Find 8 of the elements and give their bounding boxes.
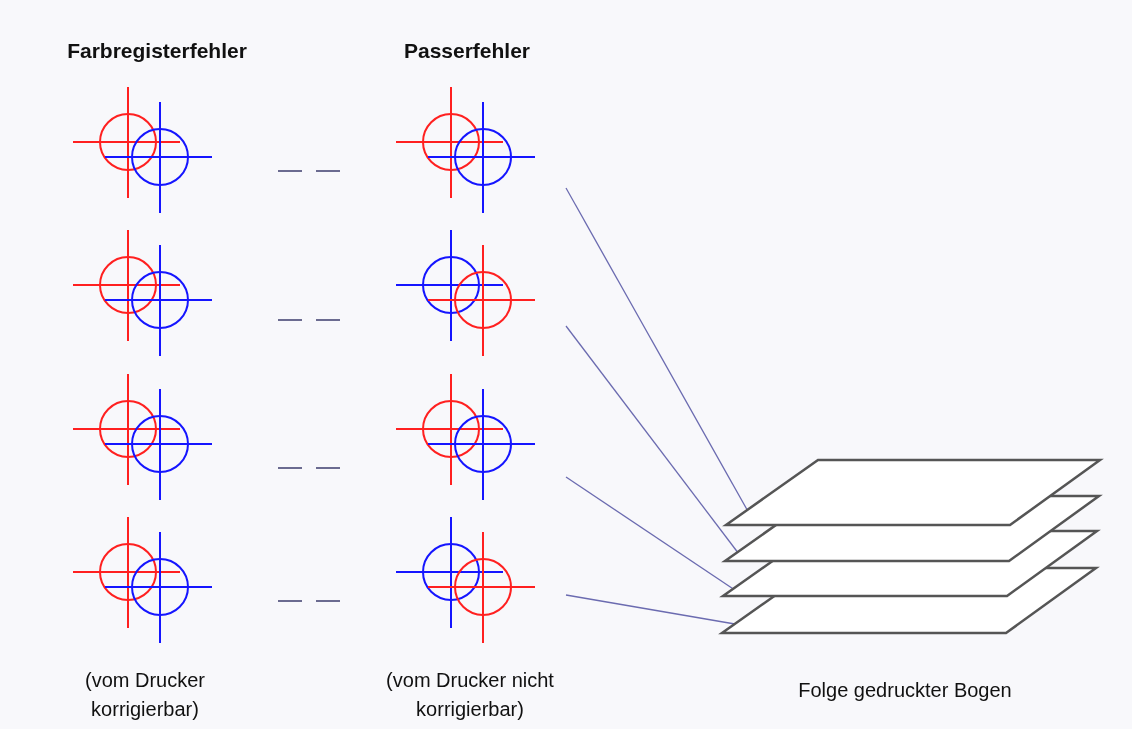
connector-line xyxy=(565,325,739,553)
caption-text: Folge gedruckter Bogen xyxy=(797,678,1013,703)
caption-text: (vom Drucker korrigierbar) xyxy=(84,668,206,722)
column-heading: Passerfehler xyxy=(402,38,532,64)
column-heading: Farbregisterfehler xyxy=(66,38,248,64)
caption-text: (vom Drucker nicht korrigierbar) xyxy=(385,668,555,722)
connector-line xyxy=(565,476,734,590)
connector-line xyxy=(565,187,748,511)
